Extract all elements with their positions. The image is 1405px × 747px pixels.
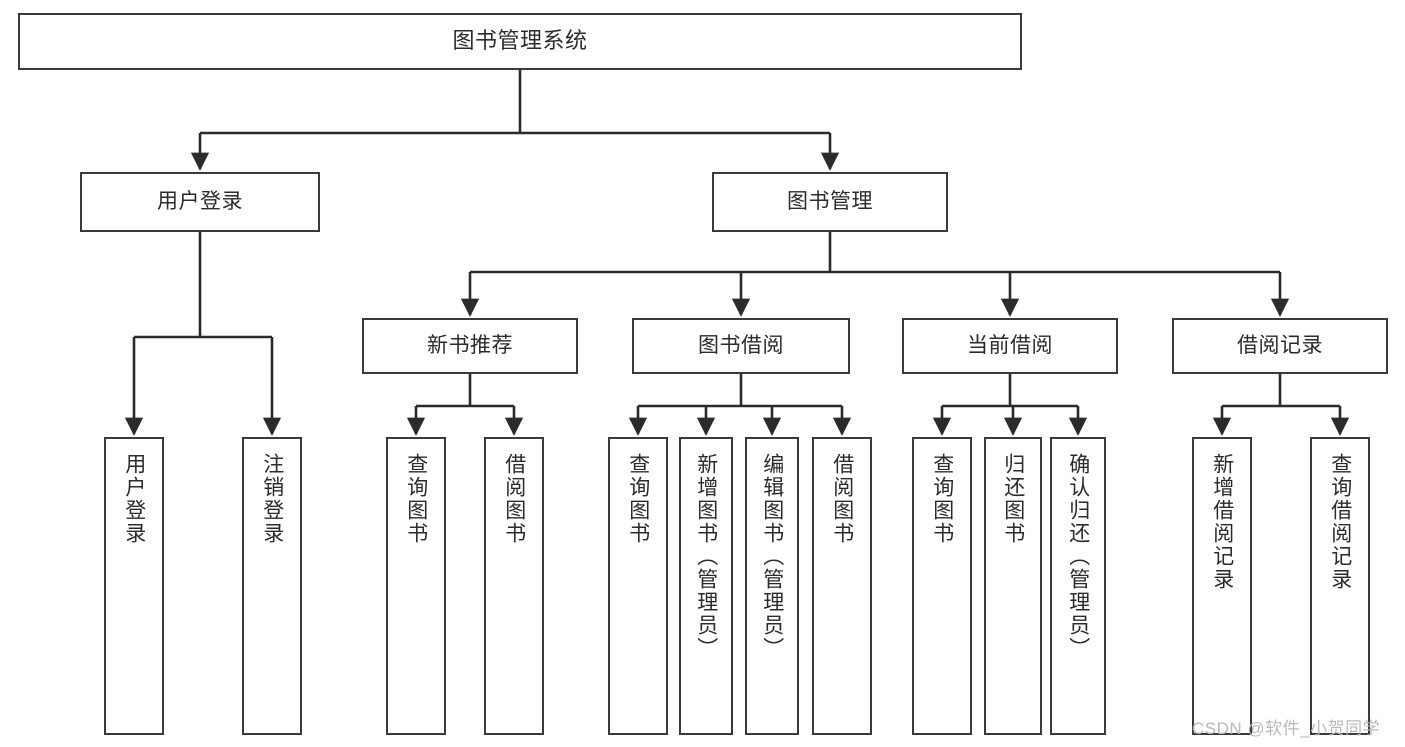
node-root[interactable]: 图书管理系统	[18, 13, 1022, 70]
node-current-borrow[interactable]: 当前借阅	[902, 318, 1118, 374]
node-leaf-borrow-book-2-label: 借阅图书	[830, 453, 854, 545]
node-leaf-add-book-admin[interactable]: 新增图书（管理员）	[679, 437, 733, 735]
node-leaf-user-login-label: 用户登录	[122, 453, 146, 545]
node-leaf-user-login[interactable]: 用户登录	[104, 437, 164, 735]
node-leaf-query-borrow-record[interactable]: 查询借阅记录	[1310, 437, 1370, 735]
node-leaf-return-book[interactable]: 归还图书	[984, 437, 1042, 735]
node-leaf-logout[interactable]: 注销登录	[242, 437, 302, 735]
node-new-book-recommend[interactable]: 新书推荐	[362, 318, 578, 374]
node-leaf-confirm-return-admin-label: 确认归还（管理员）	[1066, 453, 1090, 660]
node-leaf-borrow-book-1[interactable]: 借阅图书	[484, 437, 544, 735]
node-new-book-recommend-label: 新书推荐	[427, 334, 513, 358]
node-leaf-query-book-2[interactable]: 查询图书	[608, 437, 668, 735]
node-leaf-add-borrow-record-label: 新增借阅记录	[1210, 453, 1234, 591]
node-book-borrow[interactable]: 图书借阅	[632, 318, 850, 374]
node-leaf-return-book-label: 归还图书	[1001, 453, 1025, 545]
node-leaf-borrow-book-1-label: 借阅图书	[502, 453, 526, 545]
node-borrow-record[interactable]: 借阅记录	[1172, 318, 1388, 374]
node-leaf-query-book-3[interactable]: 查询图书	[912, 437, 972, 735]
node-book-manage[interactable]: 图书管理	[712, 172, 948, 232]
node-user-login[interactable]: 用户登录	[80, 172, 320, 232]
node-leaf-borrow-book-2[interactable]: 借阅图书	[812, 437, 872, 735]
node-leaf-logout-label: 注销登录	[260, 453, 284, 545]
node-leaf-query-book-1[interactable]: 查询图书	[386, 437, 446, 735]
node-leaf-query-book-1-label: 查询图书	[404, 453, 428, 545]
node-book-manage-label: 图书管理	[787, 190, 873, 214]
node-root-label: 图书管理系统	[452, 28, 588, 54]
node-leaf-edit-book-admin[interactable]: 编辑图书（管理员）	[745, 437, 799, 735]
node-leaf-query-borrow-record-label: 查询借阅记录	[1328, 453, 1352, 591]
node-user-login-label: 用户登录	[157, 190, 243, 214]
node-leaf-edit-book-admin-label: 编辑图书（管理员）	[760, 453, 784, 660]
node-current-borrow-label: 当前借阅	[967, 334, 1053, 358]
node-book-borrow-label: 图书借阅	[698, 334, 784, 358]
node-borrow-record-label: 借阅记录	[1237, 334, 1323, 358]
node-leaf-add-borrow-record[interactable]: 新增借阅记录	[1192, 437, 1252, 735]
node-leaf-add-book-admin-label: 新增图书（管理员）	[694, 453, 718, 660]
node-leaf-query-book-3-label: 查询图书	[930, 453, 954, 545]
csdn-watermark: CSDN @软件_小贺同学	[1192, 719, 1381, 738]
node-leaf-confirm-return-admin[interactable]: 确认归还（管理员）	[1050, 437, 1106, 735]
node-leaf-query-book-2-label: 查询图书	[626, 453, 650, 545]
